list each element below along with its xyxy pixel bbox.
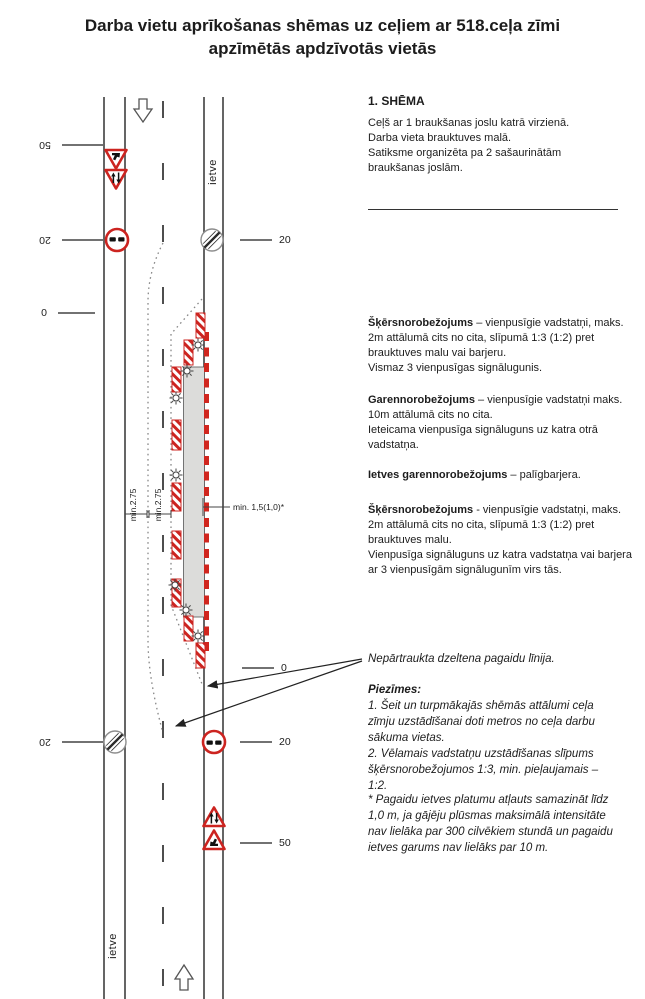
guide-post <box>195 312 206 339</box>
guide-post <box>195 642 206 669</box>
legend-term: Šķērsnorobežojums <box>368 504 474 516</box>
signal-lamp-icon <box>167 577 183 593</box>
legend-term: Šķērsnorobežojums <box>368 317 474 329</box>
two-way-traffic-sign-icon <box>204 808 225 827</box>
signal-lamp-icon <box>178 602 194 618</box>
svg-text:20: 20 <box>279 736 291 748</box>
distance-marker: 20 <box>240 234 291 246</box>
legend-extra: Vismaz 3 vienpusīgas signālugunis. <box>368 362 543 374</box>
svg-text:20: 20 <box>39 736 51 748</box>
svg-text:50: 50 <box>39 139 51 151</box>
temporary-yellow-lines <box>147 242 203 734</box>
road-works-sign-icon <box>106 150 127 169</box>
distance-marker: 20 <box>39 736 103 748</box>
distance-marker: 20 <box>39 234 103 246</box>
signal-lamp-icon <box>190 337 206 353</box>
road-works-sign-icon <box>204 831 225 850</box>
note-2: 2. Vēlamais vadstatņu uzstādīšanas slīpu… <box>368 748 599 792</box>
distance-marker: 0 <box>242 662 287 674</box>
legend-extra: Vienpusīga signāluguns uz katra vadstatņ… <box>368 549 632 576</box>
scheme-description-line: Darba vieta brauktuves malā. <box>368 132 512 144</box>
legend-sidewalk-barrier: Ietves garennorobežojums – palīgbarjera. <box>368 469 581 481</box>
scheme-description-line: Ceļš ar 1 braukšanas joslu katrā virzien… <box>368 117 570 129</box>
sidewalk-width-dimension: min. 1,5(1,0)* <box>202 498 285 516</box>
svg-text:50: 50 <box>279 837 291 849</box>
scheme-description-line: Satiksme organizēta pa 2 sašaurinātām br… <box>368 147 562 174</box>
guide-post <box>171 578 182 608</box>
end-of-restrictions-sign-icon <box>102 729 128 755</box>
sidewalk-label-bottom: ietve <box>107 933 119 959</box>
legend-term: Ietves garennorobežojums <box>368 469 508 481</box>
end-of-restrictions-sign-icon <box>199 227 225 253</box>
guide-posts <box>171 312 206 669</box>
notes-heading: Piezīmes: <box>368 684 422 696</box>
legend-cross-barrier-2: Šķērsnorobežojums - vienpusīgie vadstatņ… <box>368 504 632 576</box>
guide-post <box>171 419 182 451</box>
signal-lamp-icon <box>190 628 206 644</box>
svg-text:20: 20 <box>279 234 291 246</box>
star-note: * Pagaidu ietves platumu atļauts samazin… <box>368 794 613 854</box>
direction-down-arrow-icon <box>132 98 154 124</box>
svg-text:min.2.75: min.2.75 <box>128 488 138 521</box>
guide-post <box>171 366 182 393</box>
svg-text:20: 20 <box>39 234 51 246</box>
svg-text:min.2.75: min.2.75 <box>153 488 163 521</box>
distance-markers-right: 20 0 20 50 <box>240 234 291 849</box>
sidewalk-label-top: ietve <box>207 159 219 185</box>
two-way-traffic-sign-icon <box>106 170 127 189</box>
svg-text:0: 0 <box>41 307 47 319</box>
page-title-line1: Darba vietu aprīkošanas shēmas uz ceļiem… <box>84 16 561 35</box>
work-zone-area <box>183 366 205 618</box>
legend-cross-barrier-1: Šķērsnorobežojums – vienpusīgie vadstatņ… <box>368 317 624 374</box>
svg-text:0: 0 <box>281 662 287 674</box>
distance-marker: 20 <box>240 736 291 748</box>
distance-markers-left: 50 20 0 20 <box>39 139 103 748</box>
legend-extra: Ieteicama vienpusīga signāluguns uz katr… <box>368 424 598 451</box>
legend-long-barrier: Garennorobežojums – vienpusīgie vadstatņ… <box>368 394 623 451</box>
guide-post <box>171 530 182 560</box>
no-overtaking-sign-icon <box>104 227 130 253</box>
distance-marker: 50 <box>240 837 291 849</box>
distance-marker: 0 <box>41 307 95 319</box>
no-overtaking-sign-icon <box>201 729 227 755</box>
svg-text:min. 1,5(1,0)*: min. 1,5(1,0)* <box>233 502 285 512</box>
work-zone-edge-line <box>170 298 203 685</box>
page-title-line2: apzīmētās apdzīvotās vietās <box>208 39 437 58</box>
distance-marker: 50 <box>39 139 103 151</box>
lane-width-dimension-1: min.2.75 <box>124 488 148 521</box>
guide-post <box>171 482 182 512</box>
legend-term: Garennorobežojums <box>368 394 475 406</box>
lane-width-dimension-2: min.2.75 <box>148 488 172 521</box>
guide-post <box>183 615 194 642</box>
note-1: 1. Šeit un turpmākajās shēmās attālumi c… <box>368 700 595 744</box>
temporary-centre-line <box>147 242 164 734</box>
signal-lamp-icon <box>168 467 184 483</box>
section-divider <box>368 209 618 210</box>
scheme-heading: 1. SHĒMA <box>368 94 425 108</box>
signal-lamp-icon <box>168 390 184 406</box>
direction-up-arrow-icon <box>173 963 195 991</box>
page-title: Darba vietu aprīkošanas shēmas uz ceļiem… <box>0 14 645 60</box>
guide-post <box>183 339 194 366</box>
signal-lamp-icon <box>179 363 195 379</box>
annotation-arrows <box>174 658 363 727</box>
yellow-line-annotation: Nepārtraukta dzeltena pagaidu līnija. <box>368 653 555 665</box>
